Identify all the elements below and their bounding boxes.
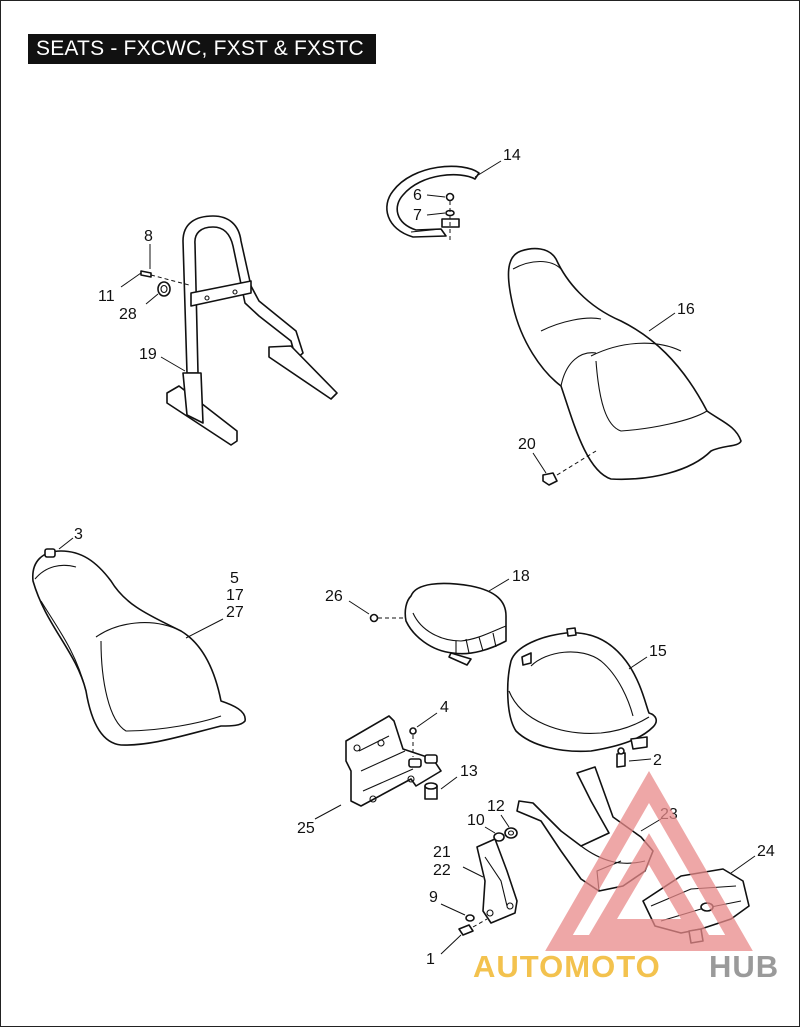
leader-18 — [488, 578, 510, 592]
callout-15: 15 — [649, 643, 667, 660]
leader-19 — [160, 356, 186, 372]
leader-14 — [474, 160, 502, 178]
page-title: SEATS - FXCWC, FXST & FXSTC — [28, 34, 376, 64]
part-9-washer — [440, 903, 475, 922]
watermark-logo: AUTOMOTO HUB — [473, 770, 779, 984]
part-5-seat — [32, 548, 246, 746]
leader-27 — [185, 618, 224, 639]
callout-2: 2 — [653, 752, 662, 769]
watermark-text-hub: HUB — [709, 949, 779, 984]
callout-3: 3 — [74, 526, 83, 543]
leader-3 — [58, 537, 74, 550]
callout-1: 1 — [426, 951, 435, 968]
callout-4: 4 — [440, 699, 449, 716]
part-8-screw — [140, 244, 152, 278]
part-16-seat — [507, 247, 742, 481]
callout-6: 6 — [413, 187, 422, 204]
callout-5: 5 — [230, 570, 239, 587]
leader-24 — [730, 855, 756, 874]
callout-7: 7 — [413, 207, 422, 224]
watermark-triangle-outer — [545, 770, 753, 951]
part-19-sissy-bar — [166, 215, 338, 446]
callout-22: 22 — [433, 862, 451, 879]
part-6-screw — [426, 192, 455, 202]
part-7-washer — [426, 201, 460, 241]
callout-14: 14 — [503, 147, 521, 164]
part-14-strap — [386, 165, 480, 238]
callout-25: 25 — [297, 820, 315, 837]
part-10-washer — [484, 826, 505, 842]
part-1-screw — [440, 918, 488, 955]
part-13-grommet — [424, 776, 458, 800]
callout-20: 20 — [518, 436, 536, 453]
part-21-bracket — [476, 838, 518, 924]
part-15-seat — [506, 627, 658, 753]
callout-9: 9 — [429, 889, 438, 906]
part-25-bracket — [345, 715, 442, 807]
callout-18: 18 — [512, 568, 530, 585]
callout-26: 26 — [325, 588, 343, 605]
watermark-triangle-inner — [588, 833, 710, 935]
leader-25 — [314, 804, 342, 820]
callout-28: 28 — [119, 306, 137, 323]
callout-19: 19 — [139, 346, 157, 363]
callout-8: 8 — [144, 228, 153, 245]
leader-11 — [120, 272, 142, 288]
watermark-text-automoto: AUTOMOTO — [473, 949, 661, 984]
part-2-screw — [616, 747, 652, 768]
part-12-spacer — [500, 814, 518, 839]
callout-11: 11 — [98, 288, 115, 305]
callout-17: 17 — [226, 587, 244, 604]
callout-24: 24 — [757, 843, 775, 860]
callout-10: 10 — [467, 812, 485, 829]
part-26-nut — [348, 600, 405, 623]
callout-12: 12 — [487, 798, 505, 815]
leader-22 — [462, 866, 484, 878]
callout-16: 16 — [677, 301, 695, 318]
callout-13: 13 — [460, 763, 478, 780]
callout-21: 21 — [433, 844, 451, 861]
part-20-nut — [532, 450, 597, 486]
leader-15 — [628, 656, 648, 670]
part-28-bushing — [145, 274, 190, 305]
leader-23 — [640, 818, 662, 832]
part-18-pillion — [404, 582, 507, 666]
part-4-screw — [409, 712, 438, 757]
leader-16 — [648, 312, 676, 332]
callout-27: 27 — [226, 604, 244, 621]
